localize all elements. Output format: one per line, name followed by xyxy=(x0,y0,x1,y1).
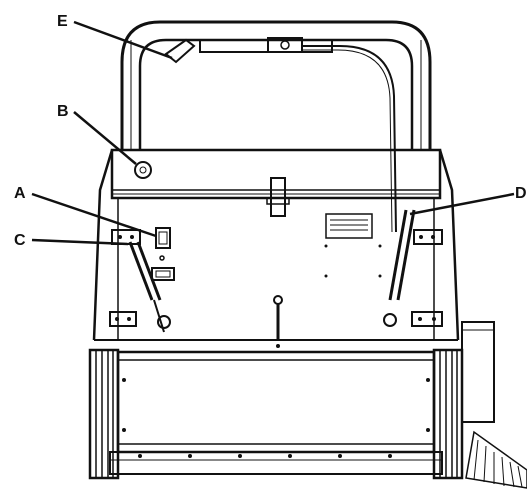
handle xyxy=(120,20,432,150)
callout-e: E xyxy=(57,13,173,60)
wheel-left xyxy=(88,348,120,480)
callout-b: B xyxy=(57,103,137,165)
callout-a: A xyxy=(14,185,157,238)
strut-left xyxy=(109,229,171,333)
control-panel xyxy=(118,177,434,348)
wheel-right xyxy=(432,348,464,480)
callout-letter-a: A xyxy=(14,185,26,202)
side-frame xyxy=(92,149,460,341)
lower-housing xyxy=(94,339,458,475)
callout-letter-c: C xyxy=(14,232,26,249)
side-brush xyxy=(465,430,527,489)
callout-letter-d: D xyxy=(515,185,527,202)
cable-bracket xyxy=(267,37,397,233)
callout-letter-b: B xyxy=(57,103,69,120)
strut-right xyxy=(383,209,443,327)
callout-c: C xyxy=(14,232,129,249)
side-box xyxy=(461,321,495,423)
callout-d: D xyxy=(409,185,527,216)
callout-letter-e: E xyxy=(57,13,68,30)
lever-e xyxy=(164,38,196,64)
